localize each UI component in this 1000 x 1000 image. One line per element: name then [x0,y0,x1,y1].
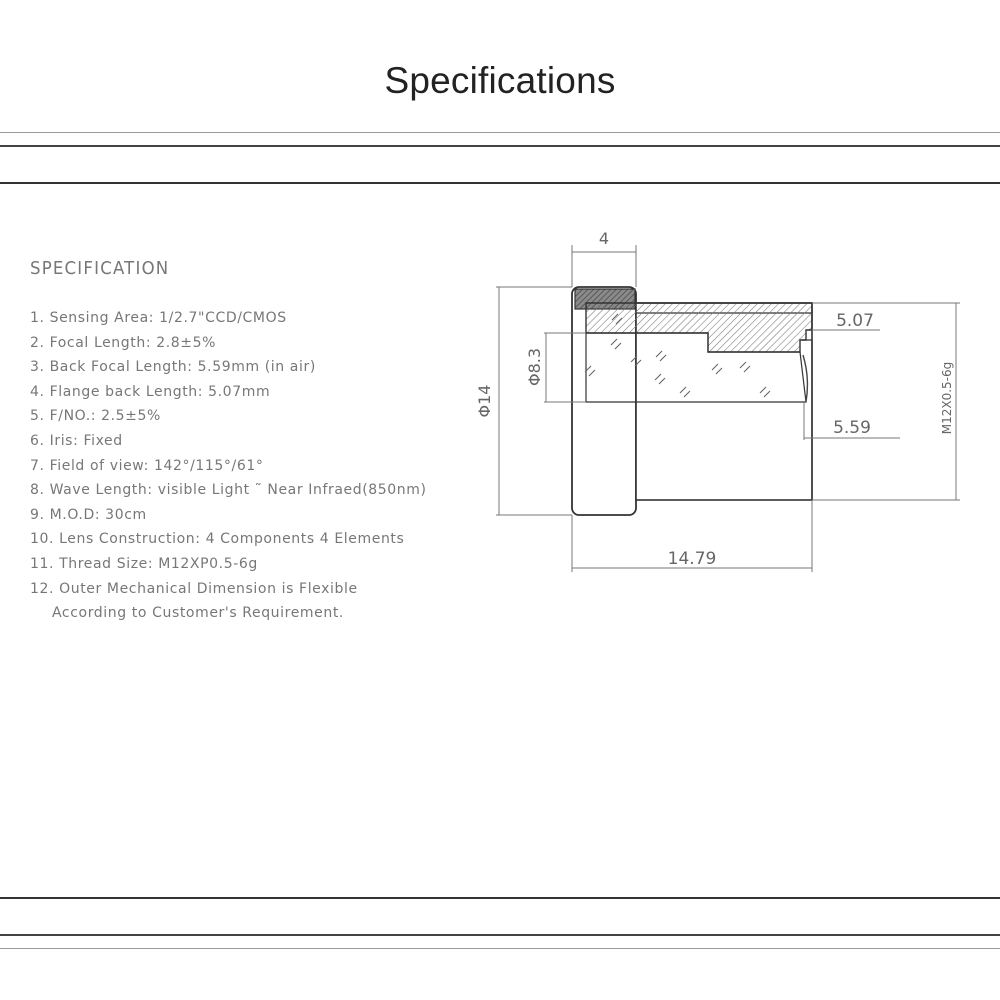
dim-flange-label: 5.07 [836,311,874,331]
barrel [635,302,813,501]
spec-item: 4. Flange back Length: 5.07mm [30,383,271,400]
spec-item-continuation: According to Customer's Requirement. [52,605,344,622]
spec-item: 6. Iris: Fixed [30,432,123,449]
spec-item: 11. Thread Size: M12XP0.5-6g [30,555,258,572]
spec-item: 5. F/NO.: 2.5±5% [30,408,161,425]
front-cap [571,286,637,516]
front-cap-hatch [574,288,636,310]
spec-item: 9. M.O.D: 30cm [30,506,147,523]
spec-item: 7. Field of view: 142°/115°/61° [30,457,264,474]
dim-inner-dia-label: Φ8.3 [525,348,544,386]
dimension-lines [496,245,960,572]
divider-line [0,897,1000,899]
divider-line [0,132,1000,133]
divider-line [0,182,1000,184]
dim-top-label: 4 [599,229,609,248]
spec-item: 10. Lens Construction: 4 Components 4 El… [30,531,405,548]
lens-body [571,286,813,516]
divider-line [0,934,1000,936]
spec-item: 1. Sensing Area: 1/2.7"CCD/CMOS [30,310,287,326]
barrel-wall-hatch [585,302,813,353]
dim-length-label: 14.79 [668,549,717,569]
divider-line [0,948,1000,949]
spec-item: 12. Outer Mechanical Dimension is Flexib… [30,580,358,597]
dim-outer-dia-label: Φ14 [475,385,494,418]
spec-item: 2. Focal Length: 2.8±5% [30,334,217,351]
spec-item: 8. Wave Length: visible Light ˜ Near Inf… [30,482,427,499]
dim-bfl-label: 5.59 [833,418,871,438]
page-title: Specifications [384,60,616,101]
optical-window [585,332,807,403]
spec-item: 3. Back Focal Length: 5.59mm (in air) [30,359,316,376]
spec-heading: SPECIFICATION [30,258,170,279]
glass-marks [584,313,771,398]
thread-label: M12X0.5-6g [940,362,954,435]
spec-list: 1. Sensing Area: 1/2.7"CCD/CMOS 2. Focal… [30,306,470,626]
divider-line [0,145,1000,147]
